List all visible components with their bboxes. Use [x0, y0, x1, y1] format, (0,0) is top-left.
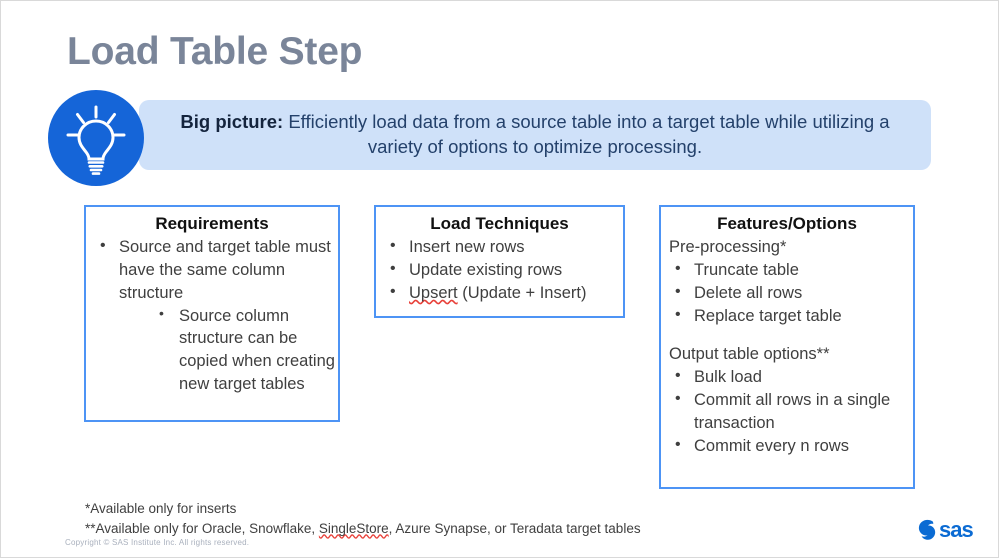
requirements-bullet-list: Source and target table must have the sa… [86, 235, 338, 396]
sas-wordmark: sas [939, 517, 974, 542]
footnote-2: **Available only for Oracle, Snowflake, … [85, 519, 641, 539]
requirements-box-title: Requirements [155, 214, 269, 233]
list-item: Update existing rows [376, 258, 623, 282]
pre-processing-bullet-list: Truncate table Delete all rows Replace t… [661, 258, 913, 328]
list-item: Source column structure can be copied wh… [137, 304, 338, 396]
big-picture-text: Big picture: Efficiently load data from … [139, 110, 931, 160]
list-item: Source and target table must have the sa… [86, 235, 338, 304]
lightbulb-icon [48, 90, 144, 186]
footnote-2-after: , Azure Synapse, or Teradata target tabl… [388, 520, 641, 536]
list-item: Commit every n rows [661, 434, 913, 458]
load-techniques-box: Load Techniques Insert new rows Update e… [374, 205, 625, 318]
big-picture-body: Efficiently load data from a source tabl… [283, 111, 890, 157]
pre-processing-heading: Pre-processing* [669, 238, 787, 257]
footnotes: *Available only for inserts **Available … [85, 499, 641, 538]
list-item-upsert: Upsert (Update + Insert) [376, 281, 623, 305]
sas-swirl-icon [918, 519, 936, 540]
sas-logo: sas [917, 517, 974, 542]
big-picture-lead: Big picture: [180, 111, 284, 133]
upsert-suffix: (Update + Insert) [457, 283, 587, 302]
features-options-box: Features/Options Pre-processing* Truncat… [659, 205, 915, 489]
misspelled-word: Upsert [409, 283, 458, 302]
load-techniques-box-title: Load Techniques [430, 214, 569, 233]
requirements-box: Requirements Source and target table mus… [84, 205, 340, 422]
list-item: Delete all rows [661, 281, 913, 305]
list-item: Truncate table [661, 258, 913, 282]
output-table-options-heading: Output table options** [669, 345, 830, 364]
footnote-2-before: **Available only for Oracle, Snowflake, [85, 520, 319, 536]
misspelled-word: SingleStore [318, 520, 389, 536]
group-spacer [661, 327, 913, 343]
list-item: Insert new rows [376, 235, 623, 259]
copyright-notice: Copyright © SAS Institute Inc. All right… [65, 538, 250, 547]
list-item: Commit all rows in a single transaction [661, 388, 913, 435]
features-options-box-title: Features/Options [717, 214, 857, 233]
big-picture-banner: Big picture: Efficiently load data from … [139, 100, 931, 170]
output-table-options-bullet-list: Bulk load Commit all rows in a single tr… [661, 365, 913, 458]
footnote-1: *Available only for inserts [85, 501, 237, 516]
list-item: Replace target table [661, 304, 913, 328]
load-techniques-bullet-list: Insert new rows Update existing rows Ups… [376, 235, 623, 305]
list-item: Bulk load [661, 365, 913, 389]
page-title: Load Table Step [67, 30, 363, 73]
